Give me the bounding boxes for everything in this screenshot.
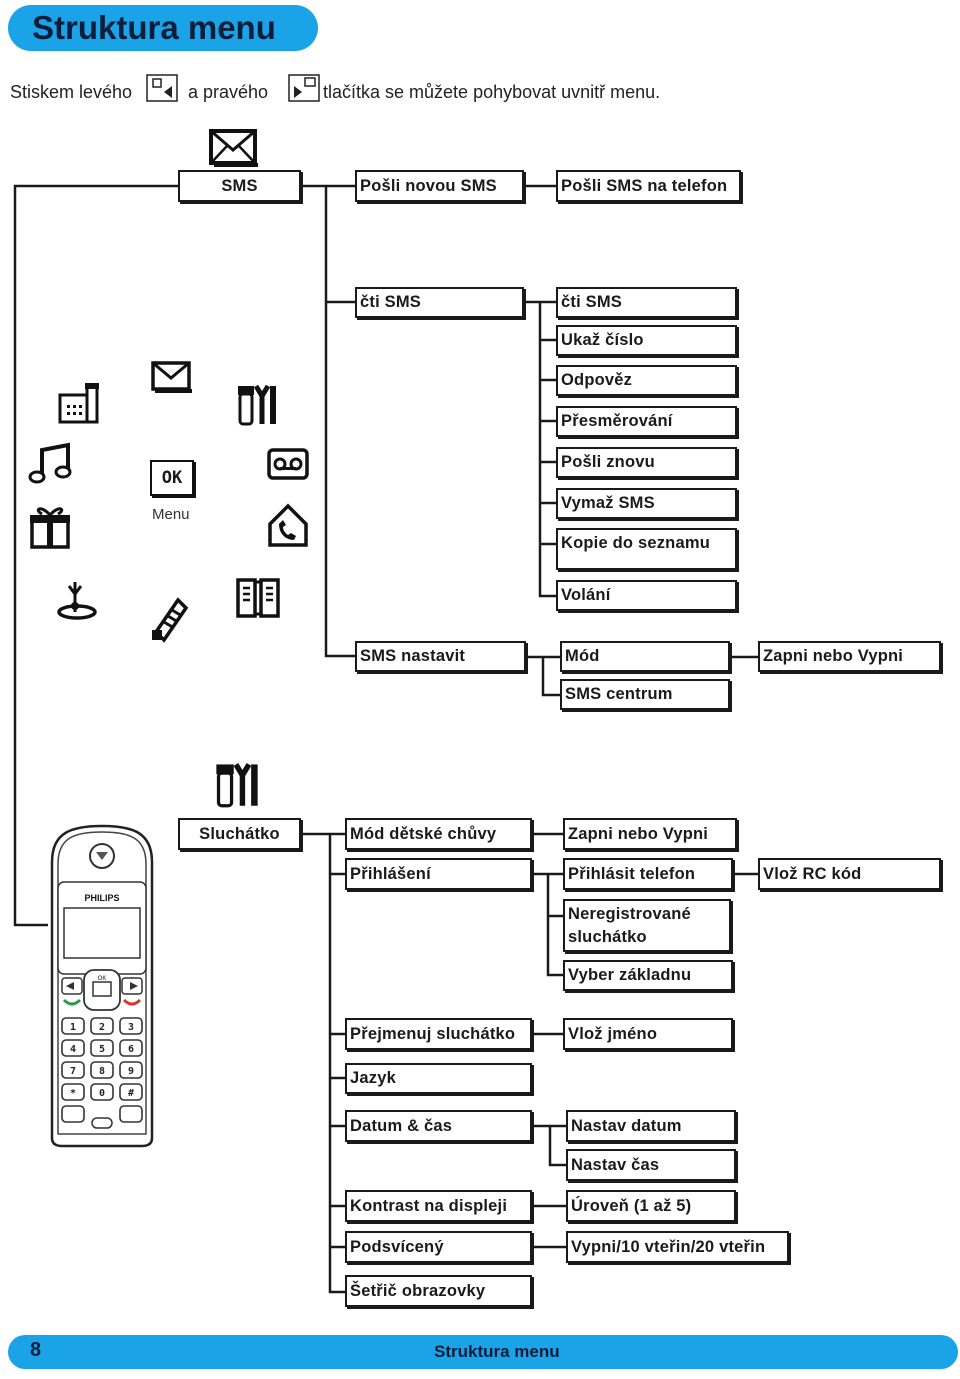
menu-read-option: Ukaž číslo xyxy=(556,325,737,356)
phone-brand: PHILIPS xyxy=(84,893,119,903)
settings-tools-icon xyxy=(238,384,276,426)
svg-text:7: 7 xyxy=(70,1066,76,1077)
calls-list-icon xyxy=(152,597,189,643)
handset-settings-icon xyxy=(216,763,258,808)
svg-text:6: 6 xyxy=(128,1044,134,1055)
phone-ok-key: OK xyxy=(98,976,107,982)
menu-choose-base: Vyber základnu xyxy=(563,960,733,991)
svg-text:1: 1 xyxy=(70,1022,76,1033)
menu-login: Přihlášení xyxy=(345,858,532,890)
menu-read-option: Vymaž SMS xyxy=(556,488,737,519)
footer-banner xyxy=(8,1335,958,1369)
page-title-banner: Struktura menu xyxy=(8,5,318,51)
open-book-icon xyxy=(236,578,280,618)
sms-envelope-icon xyxy=(151,361,192,393)
menu-read-option: Volání xyxy=(556,580,737,611)
svg-text:2: 2 xyxy=(99,1022,105,1033)
menu-language: Jazyk xyxy=(345,1063,532,1094)
menu-screensaver: Šetřič obrazovky xyxy=(345,1275,532,1307)
philips-handset-illustration: PHILIPS OK 1 2 3 4 5 6 7 8 9 * 0 # xyxy=(50,824,154,1148)
menu-sms-settings: SMS nastavit xyxy=(355,641,526,672)
intro-text-middle: a pravého xyxy=(188,82,269,102)
menu-read-option: Odpověz xyxy=(556,365,737,396)
intercom-phone-icon xyxy=(58,383,99,424)
svg-text:4: 4 xyxy=(70,1044,76,1055)
menu-center-label: Menu xyxy=(152,506,190,523)
menu-sms-mode: Mód xyxy=(560,641,730,672)
menu-read-sms: čti SMS xyxy=(355,287,524,318)
music-note-icon xyxy=(28,442,72,484)
menu-set-time: Nastav čas xyxy=(566,1149,736,1181)
menu-date-time: Datum & čas xyxy=(345,1110,532,1142)
menu-unregistered-handset: Neregistrované sluchátko xyxy=(563,899,731,952)
gift-icon xyxy=(30,507,70,549)
ok-key-icon: OK xyxy=(150,460,194,496)
menu-contrast: Kontrast na displeji xyxy=(345,1190,532,1222)
menu-backlight: Podsvícený xyxy=(345,1231,532,1263)
menu-read-option: Pošli znovu xyxy=(556,447,737,478)
svg-text:5: 5 xyxy=(99,1044,105,1055)
menu-contrast-level: Úroveň (1 až 5) xyxy=(566,1190,736,1222)
menu-send-new-sms: Pošli novou SMS xyxy=(355,170,524,202)
menu-read-option: čti SMS xyxy=(556,287,737,318)
menu-rename-handset: Přejmenuj sluchátko xyxy=(345,1018,532,1050)
menu-set-date: Nastav datum xyxy=(566,1110,736,1142)
right-softkey-icon xyxy=(288,74,320,102)
menu-handset: Sluchátko xyxy=(178,818,301,850)
svg-text:0: 0 xyxy=(99,1088,105,1099)
menu-read-option: Přesměrování xyxy=(556,406,737,437)
menu-read-option: Kopie do seznamu xyxy=(556,528,737,570)
svg-text:9: 9 xyxy=(128,1066,134,1077)
menu-sms: SMS xyxy=(178,170,301,202)
phonebook-handset-icon xyxy=(268,503,308,547)
answering-machine-icon xyxy=(267,448,309,480)
menu-send-sms-to-phone: Pošli SMS na telefon xyxy=(556,170,741,202)
menu-sms-center: SMS centrum xyxy=(560,679,730,710)
menu-rc-code: Vlož RC kód xyxy=(758,858,941,890)
menu-baby-mode-value: Zapni nebo Vypni xyxy=(563,818,737,850)
page-number: 8 xyxy=(30,1339,42,1361)
page-title: Struktura menu xyxy=(32,9,276,46)
svg-text:#: # xyxy=(128,1088,134,1099)
left-softkey-icon xyxy=(146,74,178,102)
svg-text:3: 3 xyxy=(128,1022,134,1033)
intro-text-after: tlačítka se můžete pohybovat uvnitř menu… xyxy=(323,82,661,102)
svg-text:8: 8 xyxy=(99,1066,105,1077)
envelope-icon xyxy=(209,129,258,167)
alarm-icon xyxy=(57,582,97,620)
menu-login-phone: Přihlásit telefon xyxy=(563,858,733,890)
menu-enter-name: Vlož jméno xyxy=(563,1018,733,1050)
footer-title: Struktura menu xyxy=(434,1342,560,1361)
menu-sms-mode-value: Zapni nebo Vypni xyxy=(758,641,941,672)
menu-backlight-value: Vypni/10 vteřin/20 vteřin xyxy=(566,1231,789,1263)
svg-text:*: * xyxy=(70,1088,76,1099)
intro-text-before: Stiskem levého xyxy=(10,82,133,102)
ok-key-label: OK xyxy=(161,468,183,488)
menu-baby-mode: Mód dětské chůvy xyxy=(345,818,532,850)
